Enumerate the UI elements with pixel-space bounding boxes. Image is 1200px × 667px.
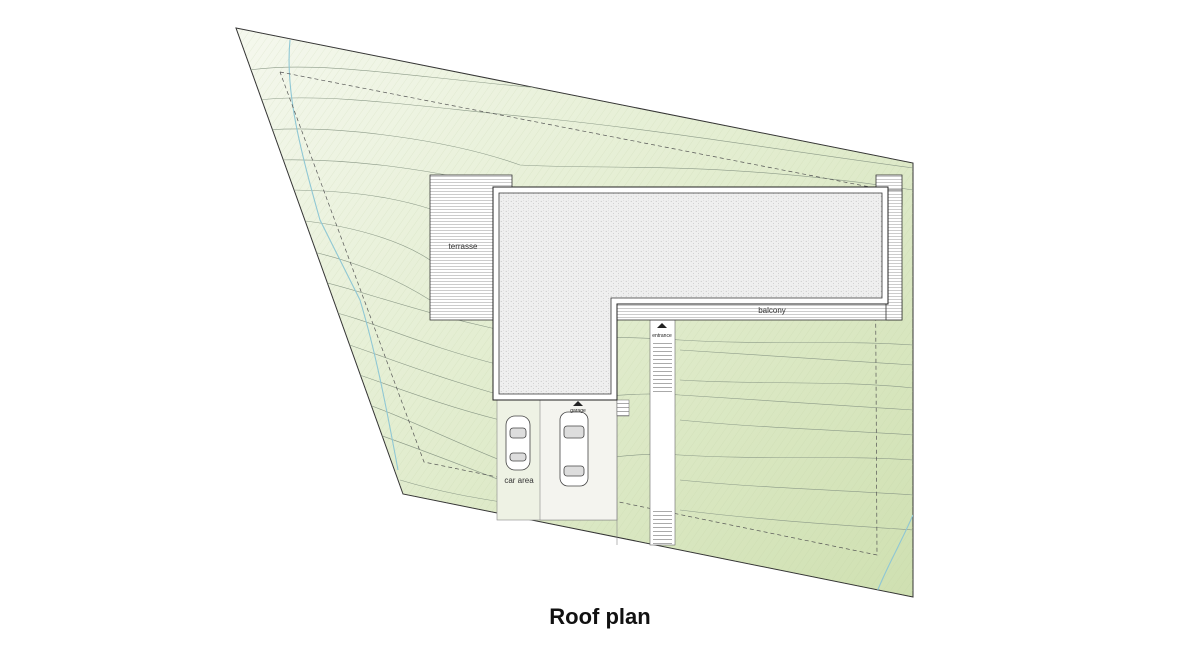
setback-line <box>279 71 878 556</box>
lower-stairs <box>653 510 672 544</box>
terrace-label: terrasse <box>449 242 478 251</box>
side-steps <box>616 399 630 417</box>
car-left <box>505 415 531 471</box>
stream-line <box>288 39 399 471</box>
roof-surface <box>498 192 883 395</box>
entrance-stairs <box>653 340 672 395</box>
stream-line-east <box>874 514 913 597</box>
entrance-arrow-icon <box>657 323 667 328</box>
entrance-label: entrance <box>652 333 672 339</box>
garage-arrow-icon <box>573 401 583 406</box>
balcony-label: balcony <box>758 306 786 315</box>
car-area-label: car area <box>504 476 534 485</box>
plan-caption: Roof plan <box>549 604 651 629</box>
car-right <box>559 411 589 487</box>
garage-label: garage <box>570 408 586 414</box>
